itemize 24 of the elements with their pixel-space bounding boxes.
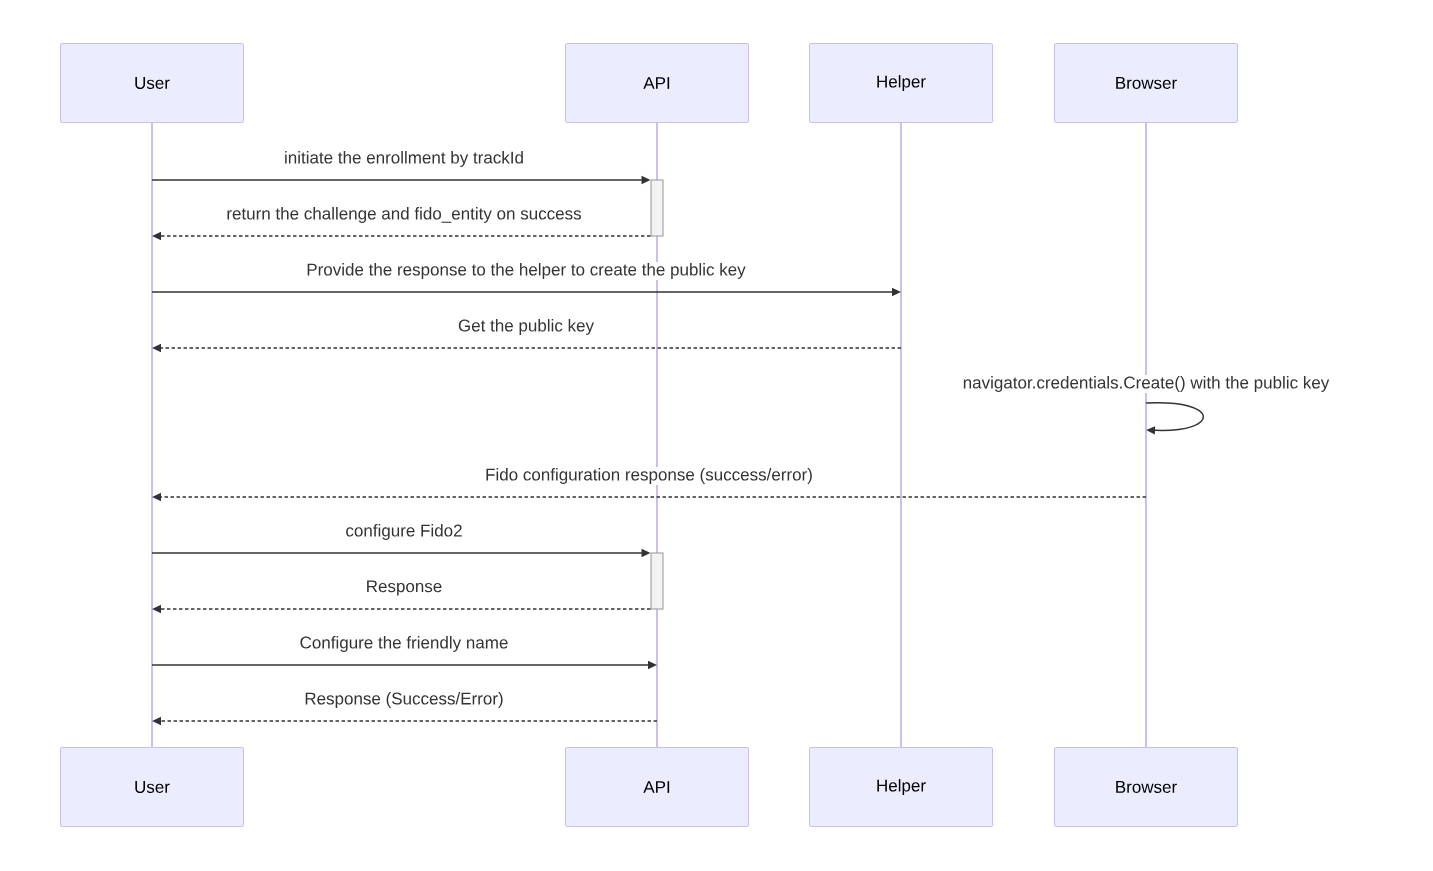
edge-label: Provide the response to the helper to create the public key bbox=[305, 262, 747, 280]
edge-label: Response (Success/Error) bbox=[303, 691, 505, 709]
edge-label: Response bbox=[364, 579, 444, 597]
lifeline bbox=[900, 123, 902, 747]
activation-bar bbox=[650, 552, 664, 610]
edge-label: Configure the friendly name bbox=[298, 635, 510, 653]
edge-label: Get the public key bbox=[456, 318, 596, 336]
participant-box: Helper bbox=[809, 747, 993, 827]
activation-bar bbox=[650, 179, 664, 237]
edge-label: Fido configuration response (success/error) bbox=[484, 467, 814, 485]
edge-label: initiate the enrollment by trackId bbox=[283, 150, 525, 168]
participant-box: API bbox=[565, 43, 749, 123]
self-arrow bbox=[1145, 402, 1205, 435]
participant-box: Browser bbox=[1054, 43, 1238, 123]
participant-box: API bbox=[565, 747, 749, 827]
participant-box: Helper bbox=[809, 43, 993, 123]
participant-box: User bbox=[60, 43, 244, 123]
participant-box: Browser bbox=[1054, 747, 1238, 827]
lifeline bbox=[1145, 123, 1147, 747]
edge-label: navigator.credentials.Create() with the public key bbox=[961, 375, 1331, 393]
lifeline bbox=[151, 123, 153, 747]
edge-label: return the challenge and fido_entity on success bbox=[225, 206, 583, 224]
participant-box: User bbox=[60, 747, 244, 827]
edge-label: configure Fido2 bbox=[344, 523, 464, 541]
